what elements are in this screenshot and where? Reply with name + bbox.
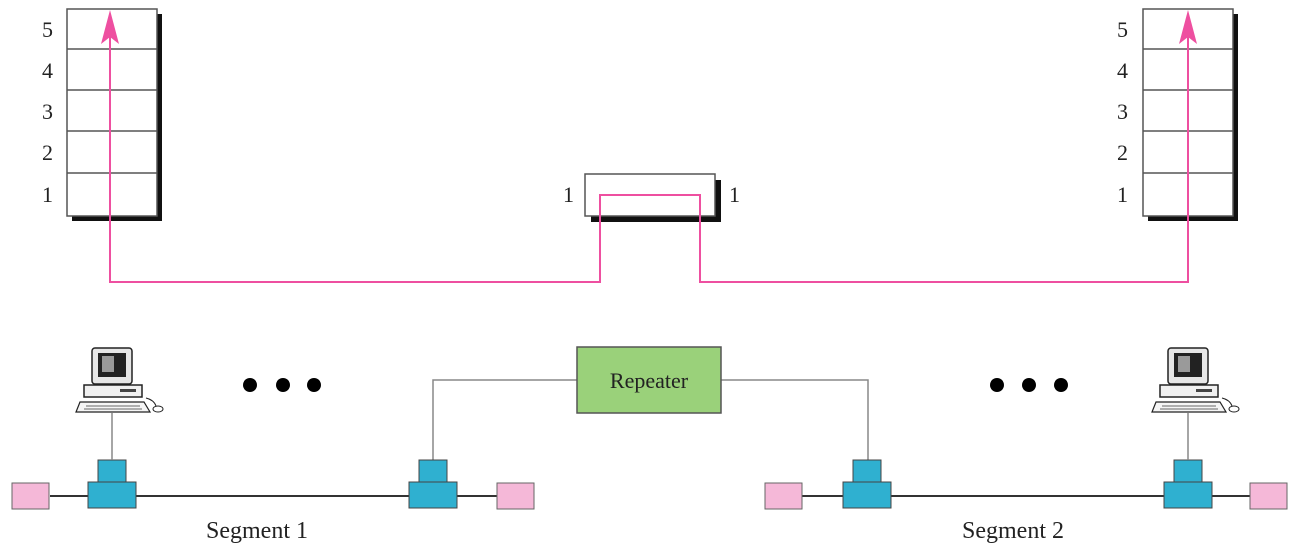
segment-1-repeater-connector-base: [408, 481, 458, 509]
segment-2-ellipsis-dot: [1054, 378, 1068, 392]
right-layer-5-label: 5: [1117, 17, 1128, 42]
segment-1-ellipsis-dot: [243, 378, 257, 392]
repeater-box: [576, 346, 722, 414]
repeater-label: Repeater: [610, 368, 689, 393]
right-layer-4-label: 4: [1117, 58, 1128, 83]
repeater-wire-left: [432, 379, 577, 460]
left-layer-4-label: 4: [42, 58, 53, 83]
segment-1-terminator-left: [11, 482, 50, 510]
segment-2-ellipsis-dot: [990, 378, 1004, 392]
left-layer-1-label: 1: [42, 182, 53, 207]
segment-1-tap-connector-top: [97, 459, 127, 483]
segment-2: Segment 2: [764, 378, 1288, 544]
right-layer-1-label: 1: [1117, 182, 1128, 207]
segment-2-label: Segment 2: [962, 518, 1064, 544]
left-arrowhead-icon: [101, 10, 119, 44]
right-layer-2-label: 2: [1117, 140, 1128, 165]
segment-2-terminator-left: [764, 482, 803, 510]
left-layer-stack: 5 4 3 2 1: [42, 8, 162, 221]
repeater-layer-stack: 1 1: [563, 173, 740, 222]
computer-icon: [1151, 347, 1240, 460]
left-layer-2-label: 2: [42, 140, 53, 165]
right-arrowhead-icon: [1179, 10, 1197, 44]
repeater-device: Repeater: [432, 346, 869, 460]
segment-1-tap-connector-base: [87, 481, 137, 509]
segment-1-terminator-right: [496, 482, 535, 510]
segment-1-ellipsis-dot: [307, 378, 321, 392]
repeater-layer-1-left-label: 1: [563, 182, 574, 207]
segment-1: Segment 1: [11, 378, 535, 544]
segment-2-repeater-connector-base: [842, 481, 892, 509]
repeater-layer-1-right-label: 1: [729, 182, 740, 207]
segment-2-tap-connector-base: [1163, 481, 1213, 509]
computer-icon: [75, 347, 164, 460]
left-stack-box: [66, 8, 158, 217]
segment-2-terminator-right: [1249, 482, 1288, 510]
segment-2-tap-connector-top: [1173, 459, 1203, 483]
path-left-to-repeater: [109, 28, 1189, 283]
segment-2-ellipsis-dot: [1022, 378, 1036, 392]
data-path: [101, 10, 1197, 283]
segment-1-repeater-connector-top: [418, 459, 448, 483]
left-layer-3-label: 3: [42, 99, 53, 124]
repeater-wire-right: [721, 379, 869, 460]
segment-1-ellipsis-dot: [276, 378, 290, 392]
left-layer-5-label: 5: [42, 17, 53, 42]
segment-2-repeater-connector-top: [852, 459, 882, 483]
right-layer-stack: 5 4 3 2 1: [1117, 8, 1238, 221]
segment-1-label: Segment 1: [206, 518, 308, 544]
right-layer-3-label: 3: [1117, 99, 1128, 124]
